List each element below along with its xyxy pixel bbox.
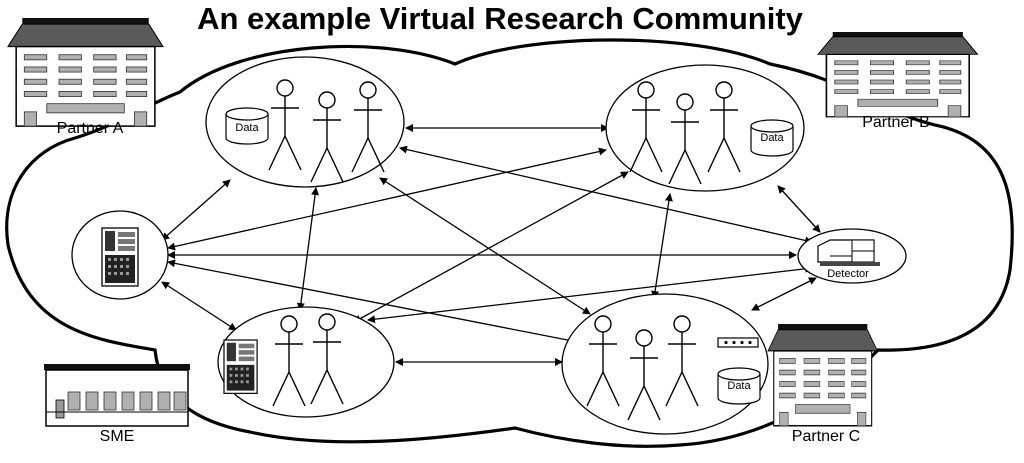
partner-b-label: Partner B xyxy=(862,114,930,131)
data-label-top-left: Data xyxy=(235,122,259,134)
partner-a-label: Partner A xyxy=(57,120,124,137)
building-icon xyxy=(44,364,190,427)
connection-arrows xyxy=(161,124,821,366)
sme-label: SME xyxy=(100,428,135,445)
building-icon xyxy=(817,31,979,118)
server-icon xyxy=(223,339,258,394)
data-label-bottom-right: Data xyxy=(727,380,751,392)
research-group-top-left xyxy=(205,56,405,188)
building-icon xyxy=(767,323,879,427)
detector-label: Detector xyxy=(827,268,869,280)
network-switch-icon xyxy=(717,337,759,348)
detector-icon xyxy=(817,239,880,266)
data-label-top-right: Data xyxy=(760,132,784,144)
building-icon xyxy=(7,17,164,127)
partner-c-label: Partner C xyxy=(792,428,860,445)
diagram-title: An example Virtual Research Community xyxy=(197,1,804,36)
research-group-bottom-right xyxy=(561,293,769,435)
server-icon xyxy=(101,227,139,287)
research-group-bottom-left xyxy=(217,306,395,418)
